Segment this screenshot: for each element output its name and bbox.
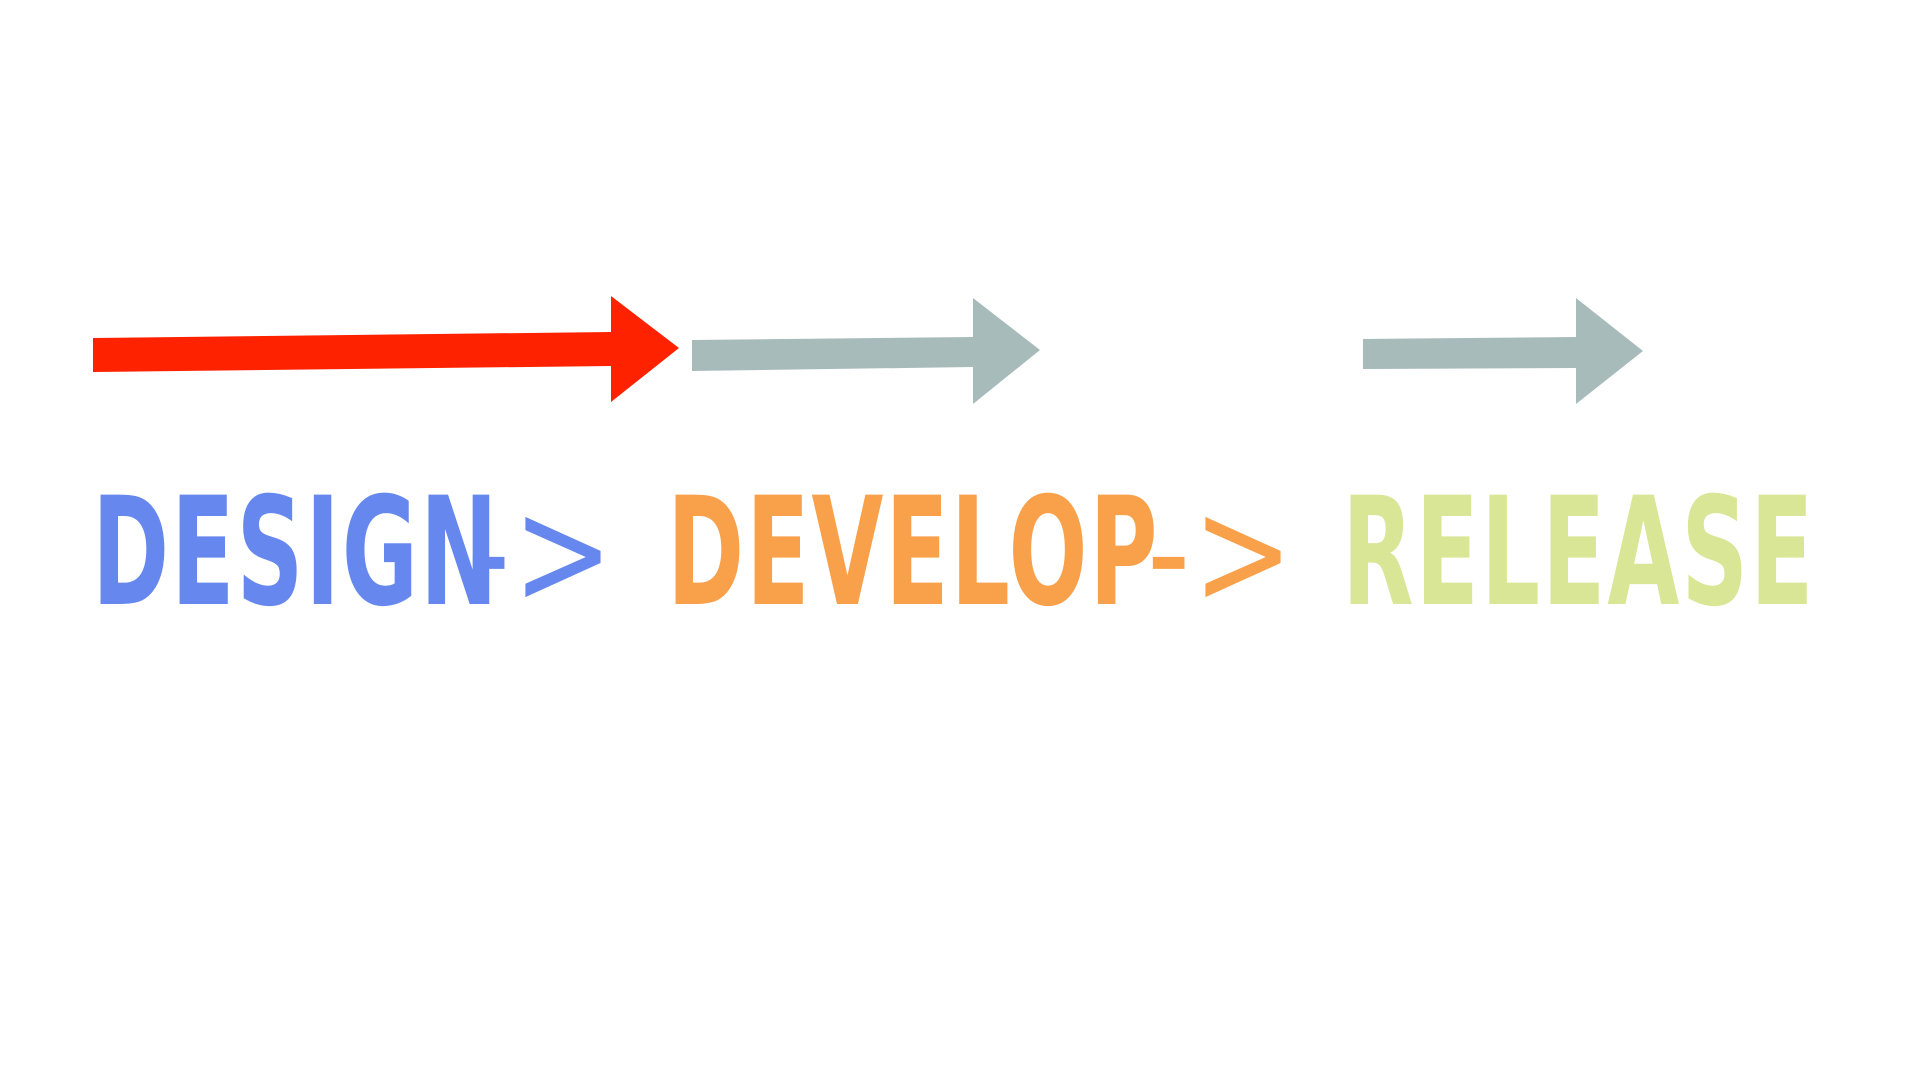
design-label: DESIGN [92, 466, 500, 640]
release-stage-arrow [1363, 298, 1643, 404]
separator-arrow-1: -> [467, 466, 616, 640]
release-label: RELEASE [1342, 466, 1816, 640]
design-stage-arrow [93, 296, 679, 402]
separator-arrow-2: -> [1147, 466, 1296, 640]
process-label-row: DESIGN -> DEVELOP -> RELEASE [92, 466, 1816, 640]
develop-label: DEVELOP [667, 466, 1160, 640]
develop-stage-arrow [692, 298, 1040, 404]
